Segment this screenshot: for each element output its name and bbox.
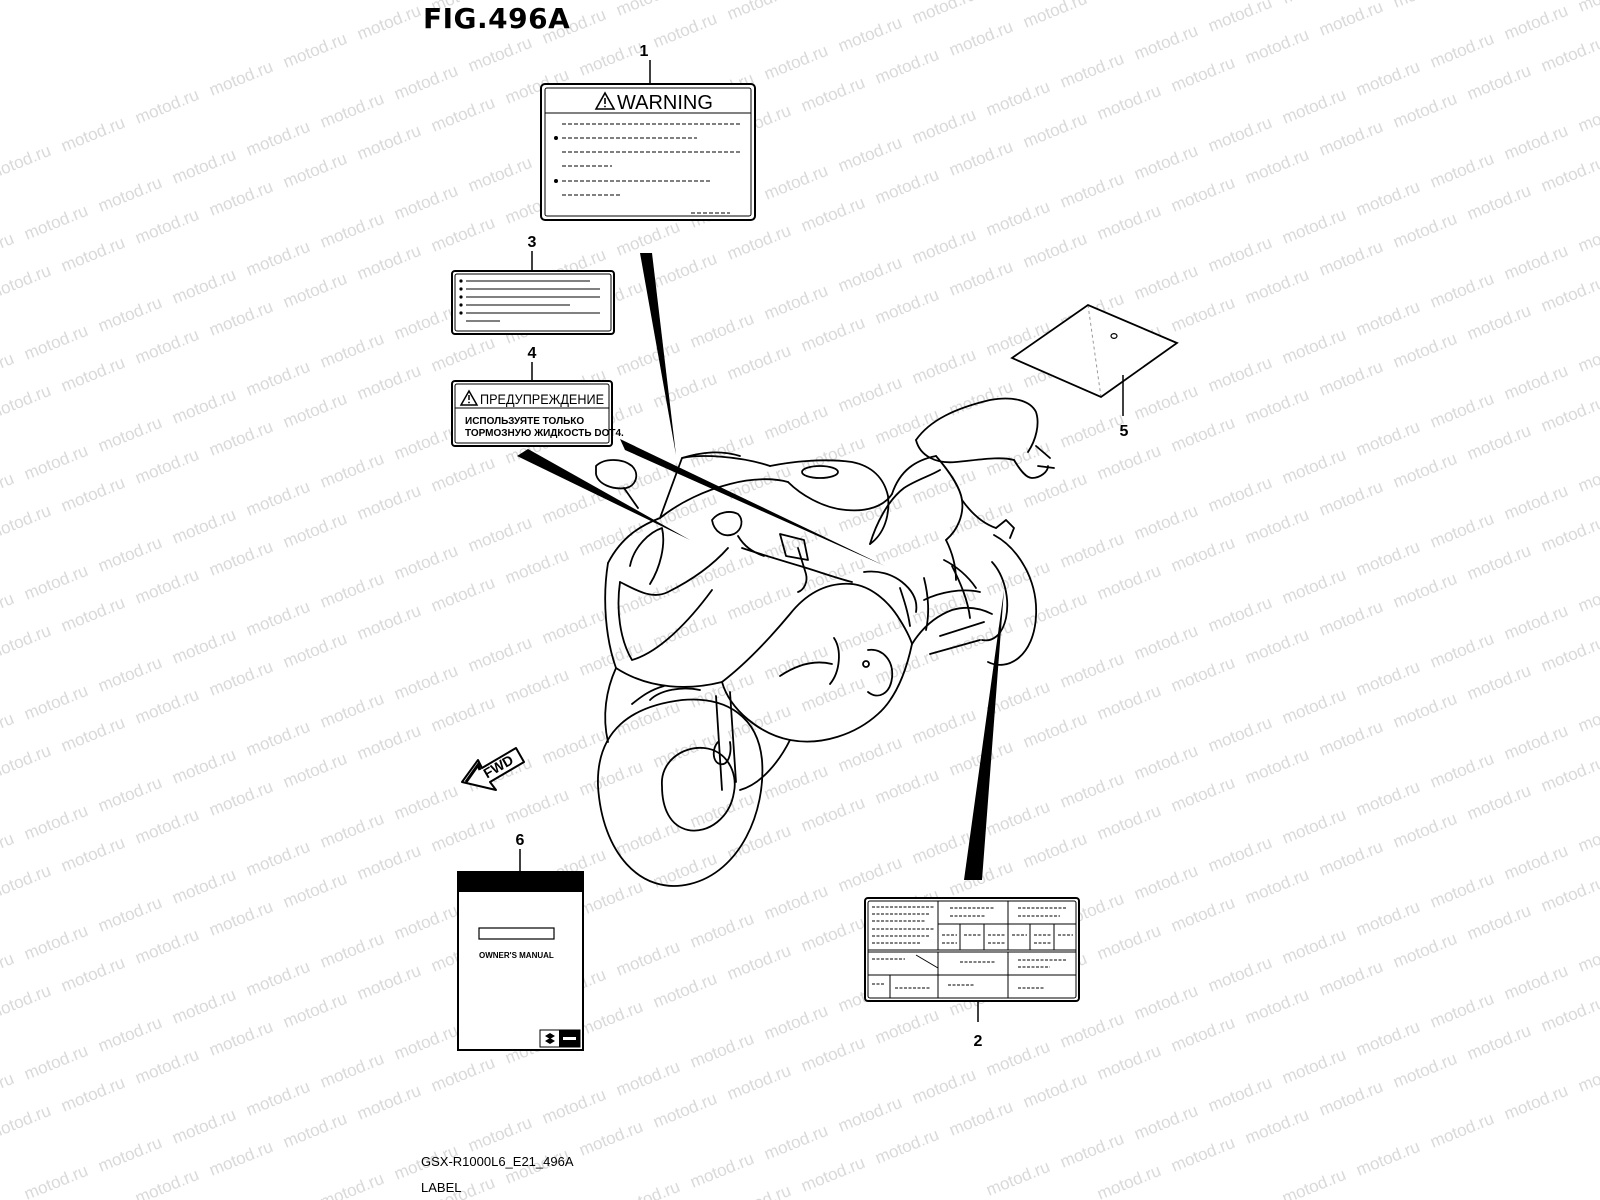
- card-label: 5: [1010, 303, 1179, 440]
- motorcycle-outline: [595, 397, 1055, 887]
- russian-label-line1: ИСПОЛЬЗУЯТЕ ТОЛЬКО: [465, 416, 584, 427]
- fwd-arrow-icon: FWD: [461, 747, 525, 791]
- callout-3: 3: [528, 234, 537, 251]
- warning-label-title: WARNING: [617, 92, 713, 114]
- russian-label-line2: ТОРМОЗНУЮ ЖИДКОСТЬ DOT4.: [465, 428, 624, 439]
- leader-wedges: [517, 253, 1004, 880]
- figure-label: LABEL: [421, 1180, 462, 1195]
- warning-label: 1 WARNING: [540, 43, 756, 221]
- figure-code: GSX-R1000L6_E21_496A: [421, 1154, 574, 1169]
- spec-table-label: 2: [864, 897, 1080, 1050]
- callout-2: 2: [974, 1033, 983, 1050]
- info-label: 3: [451, 234, 615, 335]
- callout-5: 5: [1120, 423, 1129, 440]
- warning-triangle-icon: [594, 91, 616, 110]
- owners-manual: 6 OWNER'S MANUAL: [457, 832, 584, 1051]
- callout-4: 4: [528, 345, 537, 362]
- warning-triangle-icon: [459, 389, 479, 406]
- manual-title: OWNER'S MANUAL: [479, 951, 554, 960]
- russian-warning-label: 4 ПРЕДУПРЕЖДЕНИЕ ИСПОЛЬЗУЯТЕ ТОЛЬКО ТОРМ…: [451, 345, 624, 447]
- russian-label-title: ПРЕДУПРЕЖДЕНИЕ: [480, 391, 604, 407]
- callout-1: 1: [640, 43, 649, 60]
- suzuki-logo-icon: [539, 1029, 581, 1048]
- figure-title: FIG.496A: [423, 2, 571, 35]
- callout-6: 6: [516, 832, 525, 849]
